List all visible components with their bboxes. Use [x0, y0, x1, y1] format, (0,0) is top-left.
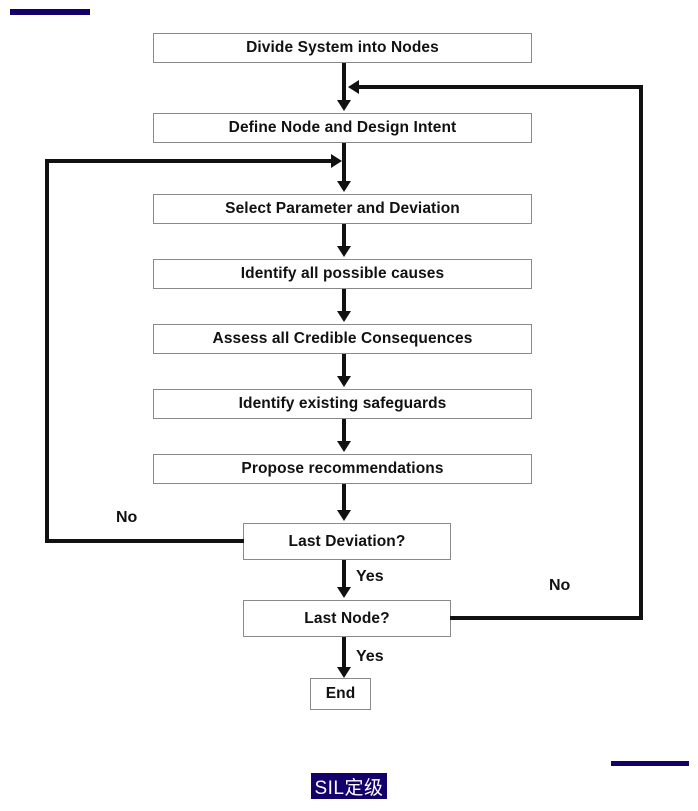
edge-label-last-deviation-no: No	[116, 509, 138, 526]
node-identify-existing-safeguards[interactable]: Identify existing safeguards	[153, 389, 532, 419]
node-last-deviation-decision[interactable]: Last Deviation?	[243, 523, 451, 560]
loop-left-top-segment	[45, 159, 335, 163]
node-last-node-decision[interactable]: Last Node?	[243, 600, 451, 637]
connector-define-to-select	[342, 143, 346, 183]
node-label: Define Node and Design Intent	[228, 119, 457, 136]
arrowhead-consequences-to-safeguards	[337, 376, 351, 387]
edge-label-last-node-yes: Yes	[356, 648, 384, 665]
arrowhead-last-node-yes-to-end	[337, 667, 351, 678]
node-label: Select Parameter and Deviation	[225, 200, 460, 217]
node-label: Propose recommendations	[241, 460, 444, 477]
arrowhead-recommendations-to-last-deviation	[337, 510, 351, 521]
node-label: Last Deviation?	[288, 532, 406, 550]
node-label: Last Node?	[304, 609, 390, 627]
connector-select-to-causes	[342, 224, 346, 249]
edge-label-last-deviation-yes: Yes	[356, 568, 384, 585]
loop-right-bottom-segment	[450, 616, 643, 620]
connector-divide-to-define	[342, 63, 346, 102]
node-assess-all-credible-consequences[interactable]: Assess all Credible Consequences	[153, 324, 532, 354]
arrowhead-divide-to-define	[337, 100, 351, 111]
node-divide-system-into-nodes[interactable]: Divide System into Nodes	[153, 33, 532, 63]
caption-chip-label: SIL定级	[314, 777, 384, 799]
connector-last-deviation-yes-to-last-node	[342, 560, 346, 589]
loop-left-bottom-segment	[45, 539, 244, 543]
bottom-right-accent-rule	[611, 761, 689, 766]
connector-consequences-to-safeguards	[342, 354, 346, 379]
arrowhead-last-deviation-yes-to-last-node	[337, 587, 351, 598]
arrowhead-safeguards-to-recommendations	[337, 441, 351, 452]
node-propose-recommendations[interactable]: Propose recommendations	[153, 454, 532, 484]
node-define-node-and-design-intent[interactable]: Define Node and Design Intent	[153, 113, 532, 143]
arrowhead-define-to-select	[337, 181, 351, 192]
loop-left-vertical-segment	[45, 159, 49, 543]
top-left-accent-rule	[10, 9, 90, 15]
arrowhead-loop-right-rejoin	[348, 80, 359, 94]
arrowhead-select-to-causes	[337, 246, 351, 257]
node-identify-all-possible-causes[interactable]: Identify all possible causes	[153, 259, 532, 289]
connector-causes-to-consequences	[342, 289, 346, 314]
node-label: Divide System into Nodes	[246, 39, 439, 56]
arrowhead-causes-to-consequences	[337, 311, 351, 322]
connector-recommendations-to-last-deviation	[342, 484, 346, 513]
node-label: End	[325, 685, 356, 702]
connector-last-node-yes-to-end	[342, 637, 346, 668]
node-select-parameter-and-deviation[interactable]: Select Parameter and Deviation	[153, 194, 532, 224]
loop-right-vertical-segment	[639, 85, 643, 620]
edge-label-last-node-no: No	[549, 577, 571, 594]
arrowhead-loop-left-rejoin	[331, 154, 342, 168]
node-label: Identify existing safeguards	[238, 395, 447, 412]
node-end[interactable]: End	[310, 678, 371, 710]
caption-chip-sil-rating[interactable]: SIL定级	[311, 771, 387, 801]
node-label: Identify all possible causes	[240, 265, 445, 282]
loop-right-top-segment	[355, 85, 643, 89]
connector-safeguards-to-recommendations	[342, 419, 346, 444]
node-label: Assess all Credible Consequences	[212, 330, 473, 347]
